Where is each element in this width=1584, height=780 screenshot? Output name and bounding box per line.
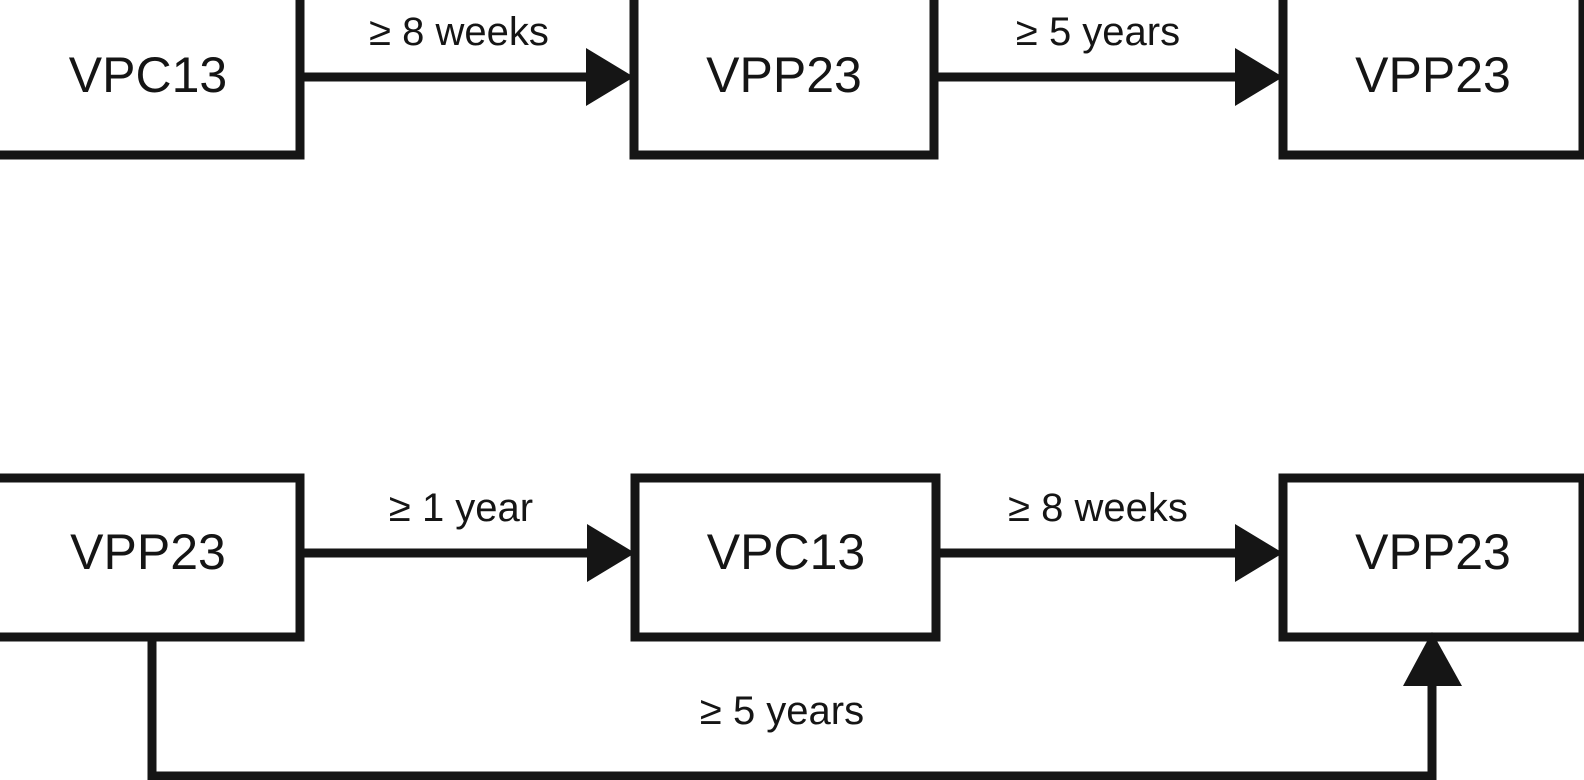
node-top-3[interactable]: VPP23: [1278, 0, 1584, 160]
arrowhead-up-icon: [1403, 632, 1462, 686]
node-label: VPP23: [70, 524, 226, 580]
node-top-2[interactable]: VPP23: [629, 0, 939, 160]
node-label: VPC13: [69, 47, 227, 103]
node-label: VPP23: [1355, 47, 1511, 103]
node-bottom-1[interactable]: VPP23: [0, 473, 305, 642]
edge-bottom-loop: ≥ 5 years: [147, 632, 1462, 780]
edge-top-1: ≥ 8 weeks: [300, 10, 634, 106]
node-box: [1278, 0, 1584, 160]
edge-bottom-2: ≥ 8 weeks: [936, 486, 1283, 582]
node-label: VPC13: [707, 524, 865, 580]
node-box: [630, 473, 941, 642]
node-label: VPP23: [706, 47, 862, 103]
node-bottom-2[interactable]: VPC13: [630, 473, 941, 642]
node-top-1[interactable]: VPC13: [0, 0, 305, 160]
edge-bottom-1: ≥ 1 year: [300, 486, 635, 582]
arrowhead-right-icon: [586, 48, 634, 106]
edge-label: ≥ 8 weeks: [369, 10, 549, 54]
node-bottom-3[interactable]: VPP23: [1278, 473, 1584, 642]
edge-top-2: ≥ 5 years: [934, 10, 1283, 106]
node-label: VPP23: [1355, 524, 1511, 580]
arrowhead-right-icon: [1235, 48, 1283, 106]
edge-label: ≥ 5 years: [1016, 10, 1180, 54]
edge-label: ≥ 1 year: [389, 486, 533, 530]
node-box: [1278, 473, 1584, 642]
arrowhead-right-icon: [1235, 524, 1283, 582]
edge-label: ≥ 8 weeks: [1008, 486, 1188, 530]
edge-label: ≥ 5 years: [700, 689, 864, 733]
arrowhead-right-icon: [587, 524, 635, 582]
node-box: [629, 0, 939, 160]
edge-loop-path: [147, 637, 1437, 780]
